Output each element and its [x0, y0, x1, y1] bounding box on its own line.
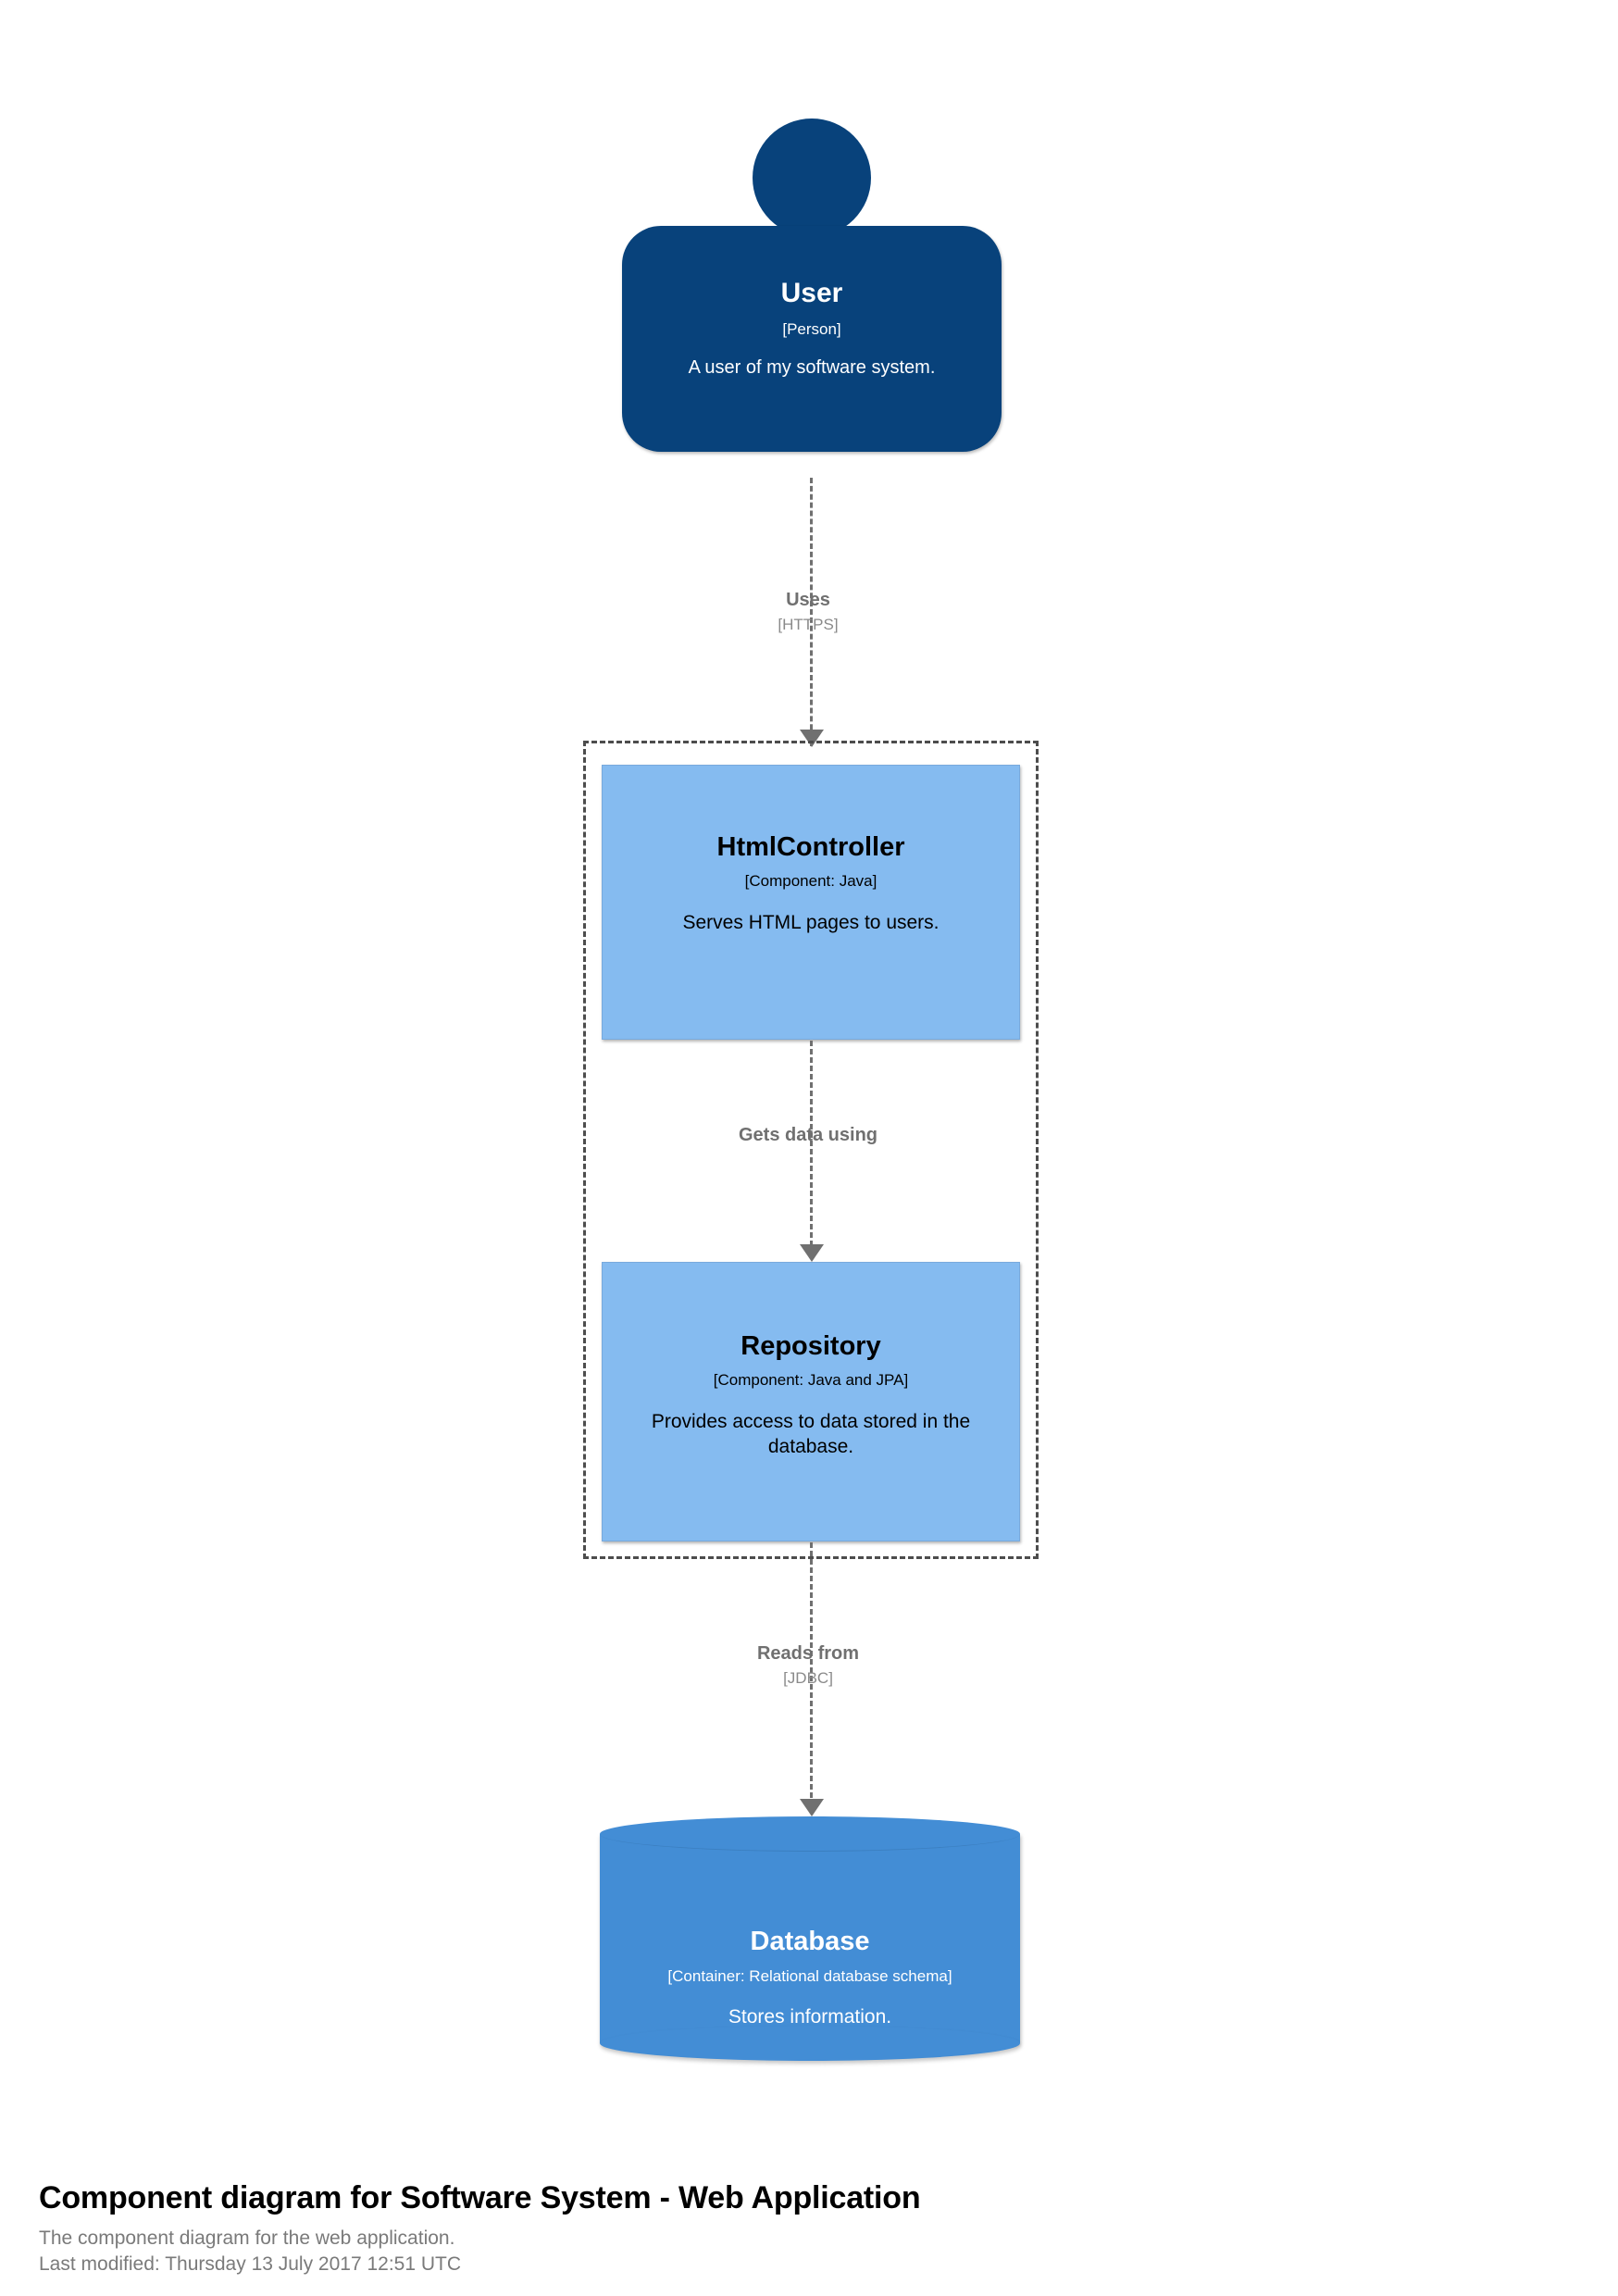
- database-cylinder-body: [600, 1834, 1020, 2043]
- database-name: Database: [750, 1927, 870, 1956]
- element-htmlcontroller[interactable]: HtmlController [Component: Java] Serves …: [602, 765, 1020, 1040]
- database-cylinder-bottom: [600, 2026, 1020, 2061]
- caption-last-modified: Last modified: Thursday 13 July 2017 12:…: [39, 2252, 462, 2275]
- caption-title: Component diagram for Software System - …: [39, 2180, 921, 2215]
- person-head-icon: [753, 119, 871, 237]
- element-repository[interactable]: Repository [Component: Java and JPA] Pro…: [602, 1262, 1020, 1541]
- diagram-caption: Component diagram for Software System - …: [39, 2180, 1427, 2277]
- repository-description: Provides access to data stored in the da…: [651, 1410, 971, 1457]
- database-cylinder-top: [600, 1816, 1020, 1852]
- caption-description: The component diagram for the web applic…: [39, 2227, 455, 2249]
- user-description: A user of my software system.: [688, 356, 936, 378]
- repository-technology: [Component: Java and JPA]: [713, 1371, 909, 1390]
- element-database[interactable]: Database [Container: Relational database…: [600, 1816, 1020, 2079]
- person-body: User [Person] A user of my software syst…: [622, 226, 1002, 452]
- database-text-block: Database [Container: Relational database…: [600, 1927, 1020, 2030]
- relationship-getsdata-label: Gets data using: [641, 1124, 975, 1150]
- relationship-readsfrom-description: Reads from: [756, 1643, 860, 1664]
- relationship-uses-label: Uses [HTTPS]: [641, 589, 975, 634]
- database-description: Stores information.: [728, 2005, 892, 2028]
- relationship-uses-technology: [HTTPS]: [778, 616, 839, 633]
- repository-name: Repository: [741, 1331, 881, 1361]
- relationship-uses-line: [810, 478, 813, 746]
- htmlcontroller-technology: [Component: Java]: [744, 872, 877, 891]
- htmlcontroller-description: Serves HTML pages to users.: [682, 911, 940, 933]
- relationship-getsdata-description: Gets data using: [738, 1125, 878, 1145]
- relationship-readsfrom-technology: [JDBC]: [783, 1669, 833, 1687]
- element-user[interactable]: User [Person] A user of my software syst…: [622, 119, 1002, 478]
- arrow-head-icon: [800, 1244, 824, 1262]
- user-name: User: [780, 278, 843, 308]
- relationship-readsfrom-line: [810, 1542, 813, 1798]
- arrow-head-icon: [800, 1799, 824, 1816]
- user-technology: [Person]: [782, 319, 841, 338]
- relationship-readsfrom-label: Reads from [JDBC]: [641, 1642, 975, 1688]
- relationship-uses-description: Uses: [786, 590, 830, 610]
- database-technology: [Container: Relational database schema]: [667, 1967, 952, 1986]
- relationship-getsdata-line: [810, 1041, 813, 1246]
- htmlcontroller-name: HtmlController: [716, 832, 905, 862]
